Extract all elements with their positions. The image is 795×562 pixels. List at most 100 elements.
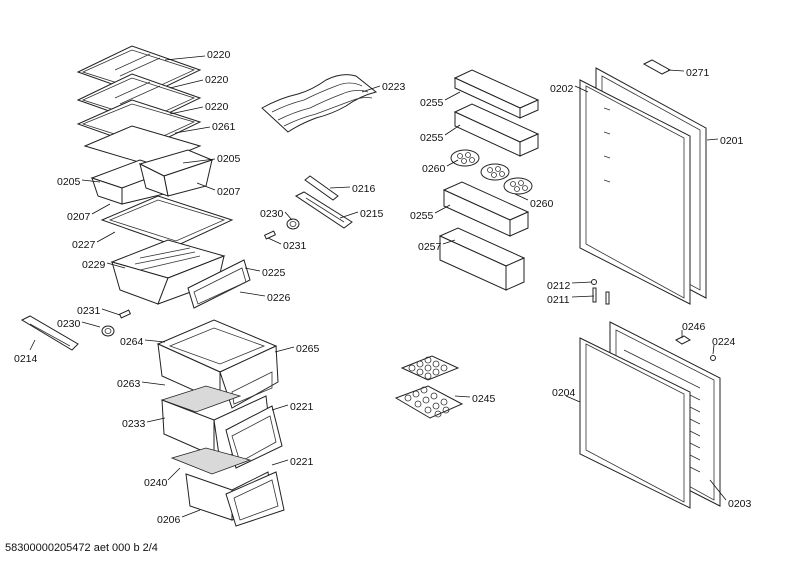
part-number-label: 0206 xyxy=(157,514,181,526)
callout-0265: 0265 xyxy=(274,343,320,355)
part-number-label: 0204 xyxy=(552,387,576,399)
leader-line xyxy=(164,55,206,61)
leader-line xyxy=(106,262,126,269)
roller-0230-left xyxy=(101,325,115,337)
door-bin-0255-lower xyxy=(442,181,530,237)
callout-0255: 0255 xyxy=(420,91,461,109)
part-number-label: 0229 xyxy=(82,259,106,271)
callout-0271: 0271 xyxy=(667,67,710,79)
leader-line xyxy=(81,179,101,183)
part-number-label: 0261 xyxy=(212,121,236,133)
bottle-bin-0257 xyxy=(438,227,526,291)
egg-holders-0260 xyxy=(450,149,533,195)
pin-0231-left xyxy=(118,309,132,319)
callout-layer: 0220022002200261020502050207020702270229… xyxy=(14,49,752,526)
shelf-frame-0227 xyxy=(100,195,234,247)
leader-line xyxy=(167,467,181,481)
callout-0246: 0246 xyxy=(681,321,706,338)
callout-0202: 0202 xyxy=(550,83,589,95)
label-0271 xyxy=(642,59,672,75)
part-number-label: 0230 xyxy=(57,318,81,330)
leader-line xyxy=(244,267,261,272)
leader-line xyxy=(514,193,529,201)
leader-line xyxy=(96,231,116,243)
leader-line xyxy=(181,509,201,518)
leader-line xyxy=(146,417,166,423)
callout-0205: 0205 xyxy=(57,176,101,188)
leader-line xyxy=(29,339,36,351)
callout-0220: 0220 xyxy=(169,74,229,89)
leader-line xyxy=(571,281,593,284)
part-number-label: 0246 xyxy=(682,321,706,333)
part-number-label: 0211 xyxy=(547,294,570,306)
leader-line xyxy=(196,182,216,191)
part-number-label: 0263 xyxy=(117,378,141,390)
part-number-label: 0227 xyxy=(72,239,96,251)
leader-line xyxy=(91,203,111,215)
part-number-label: 0201 xyxy=(720,135,744,147)
document-code: 58300000205472 aet 000 b 2/4 xyxy=(5,542,158,554)
callout-0230: 0230 xyxy=(260,208,293,221)
callout-0231: 0231 xyxy=(77,305,121,317)
drawer-0233-0221 xyxy=(160,385,283,469)
part-number-label: 0260 xyxy=(530,198,554,210)
part-number-label: 0226 xyxy=(267,292,291,304)
part-number-label: 0216 xyxy=(352,183,376,195)
drawer-front-0225-0226 xyxy=(187,259,251,309)
callout-0255: 0255 xyxy=(420,124,461,144)
leader-line xyxy=(169,79,204,89)
rail-0216 xyxy=(304,175,339,201)
part-number-label: 0215 xyxy=(360,208,384,220)
leader-line xyxy=(271,459,289,466)
leader-line xyxy=(571,295,595,298)
leader-line xyxy=(329,186,351,189)
callout-0220: 0220 xyxy=(164,49,231,61)
wine-rack-0223 xyxy=(261,74,378,133)
callout-0260: 0260 xyxy=(422,159,459,175)
callout-0201: 0201 xyxy=(706,135,744,147)
part-number-label: 0231 xyxy=(283,240,307,252)
callout-0229: 0229 xyxy=(82,259,126,271)
part-number-label: 0207 xyxy=(67,211,91,223)
part-number-label: 0271 xyxy=(686,67,710,79)
leader-line xyxy=(271,404,289,411)
part-number-label: 0212 xyxy=(547,280,571,292)
part-number-label: 0220 xyxy=(207,49,231,61)
part-number-label: 0214 xyxy=(14,353,38,365)
door-gasket-0202 xyxy=(579,79,691,305)
callout-0227: 0227 xyxy=(72,231,116,251)
door-bin-0255-top xyxy=(453,69,540,119)
part-number-label: 0231 xyxy=(77,305,101,317)
part-number-label: 0240 xyxy=(144,477,168,489)
callout-0216: 0216 xyxy=(329,183,376,195)
part-number-label: 0255 xyxy=(410,210,434,222)
salad-crisper-small-boxes xyxy=(90,149,214,205)
callout-0220: 0220 xyxy=(169,101,229,115)
part-number-label: 0260 xyxy=(422,163,446,175)
leader-line xyxy=(284,211,293,221)
callout-0207: 0207 xyxy=(196,182,241,198)
callout-0207: 0207 xyxy=(67,203,111,223)
leader-line xyxy=(712,344,715,355)
callout-0214: 0214 xyxy=(14,339,38,365)
freezer-gasket-0204 xyxy=(579,337,691,509)
callout-0245: 0245 xyxy=(454,393,496,405)
pin-0231-middle xyxy=(263,230,277,240)
leader-line xyxy=(454,395,471,398)
callout-0203: 0203 xyxy=(709,479,752,510)
callout-0225: 0225 xyxy=(244,267,286,279)
part-number-label: 0223 xyxy=(382,81,406,93)
callout-0230: 0230 xyxy=(57,318,101,330)
egg-tray-lower xyxy=(394,385,464,419)
leader-line xyxy=(444,91,461,101)
leader-line xyxy=(361,85,381,93)
leader-line xyxy=(239,291,266,297)
hinge-parts-0211-0212 xyxy=(591,279,610,305)
part-number-label: 0203 xyxy=(728,498,752,510)
drawer-0229 xyxy=(110,239,226,305)
part-number-label: 0255 xyxy=(420,97,444,109)
callout-0212: 0212 xyxy=(547,280,593,292)
leader-line xyxy=(174,126,211,134)
part-number-label: 0245 xyxy=(472,393,496,405)
